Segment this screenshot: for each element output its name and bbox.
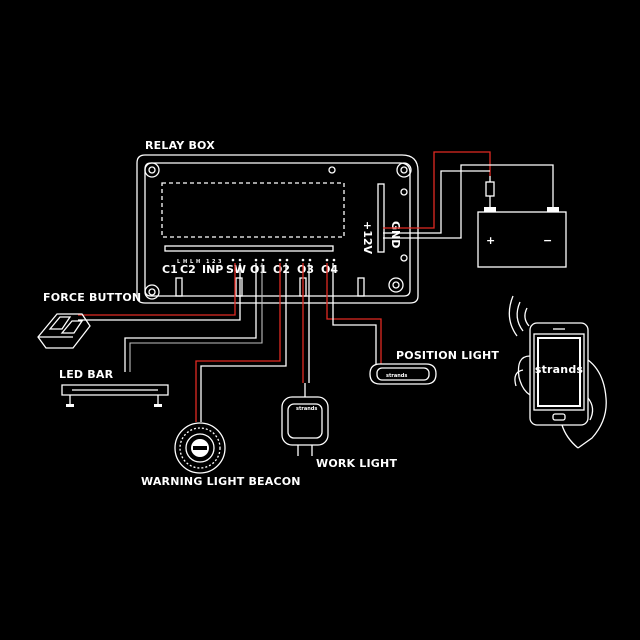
- fuse-icon: [485, 181, 495, 197]
- mounting-hole-bl: [144, 284, 160, 300]
- terminal-gnd: GND: [389, 221, 402, 248]
- phone-with-app: [508, 295, 607, 449]
- battery: [477, 207, 567, 268]
- warning-light-beacon-label: WARNING LIGHT BEACON: [141, 475, 301, 488]
- mounting-hole-tl: [144, 162, 160, 178]
- battery-plus: +: [486, 234, 495, 247]
- power-post: [377, 183, 385, 253]
- terminal-strip: [164, 245, 334, 252]
- terminal-inp-3: 3: [218, 259, 222, 265]
- screw-icon: [328, 166, 336, 174]
- terminal-c1-h: H: [183, 259, 187, 265]
- force-button-label: FORCE BUTTON: [43, 291, 141, 304]
- wireless-signal-icon: [508, 295, 530, 337]
- device-wires: [78, 263, 382, 422]
- port: [235, 277, 243, 297]
- port: [357, 277, 365, 297]
- terminal-c1-l: L: [177, 259, 181, 265]
- relay-box: [136, 154, 419, 304]
- position-light-label: POSITION LIGHT: [396, 349, 499, 362]
- led-bar: [61, 384, 169, 407]
- relay-box-label: RELAY BOX: [145, 139, 215, 152]
- terminal-o4: O4: [321, 263, 338, 276]
- terminal-12v: +12V: [361, 221, 374, 255]
- terminal-inp-1: 1: [206, 259, 210, 265]
- battery-wiring: [383, 151, 554, 239]
- work-light-label: WORK LIGHT: [316, 457, 397, 470]
- screw-icon: [400, 188, 408, 196]
- display-window: [161, 182, 345, 238]
- terminal-c2: C2: [180, 263, 196, 276]
- position-light-brand: strands: [386, 373, 407, 379]
- terminal-o1: O1: [250, 263, 267, 276]
- work-light-brand: strands: [296, 406, 317, 412]
- terminal-inp-2: 2: [212, 259, 216, 265]
- app-brand-logo: strands: [535, 363, 584, 376]
- screw-icon: [400, 254, 408, 262]
- work-light: [281, 383, 329, 456]
- mounting-hole-tr: [396, 162, 412, 178]
- warning-light-beacon: [174, 422, 226, 474]
- terminal-o2: O2: [273, 263, 290, 276]
- terminal-c2-l: L: [190, 259, 194, 265]
- battery-minus: −: [543, 234, 552, 247]
- terminal-c2-h: H: [196, 259, 200, 265]
- terminal-inp: INP: [202, 263, 223, 276]
- mounting-hole-br: [388, 277, 404, 293]
- terminal-sw: SW: [226, 263, 246, 276]
- terminal-pins: [231, 258, 336, 262]
- port: [175, 277, 183, 297]
- force-button: [37, 313, 91, 349]
- terminal-o3: O3: [297, 263, 314, 276]
- position-light: [369, 363, 437, 385]
- led-bar-label: LED BAR: [59, 368, 114, 381]
- terminal-c1: C1: [162, 263, 178, 276]
